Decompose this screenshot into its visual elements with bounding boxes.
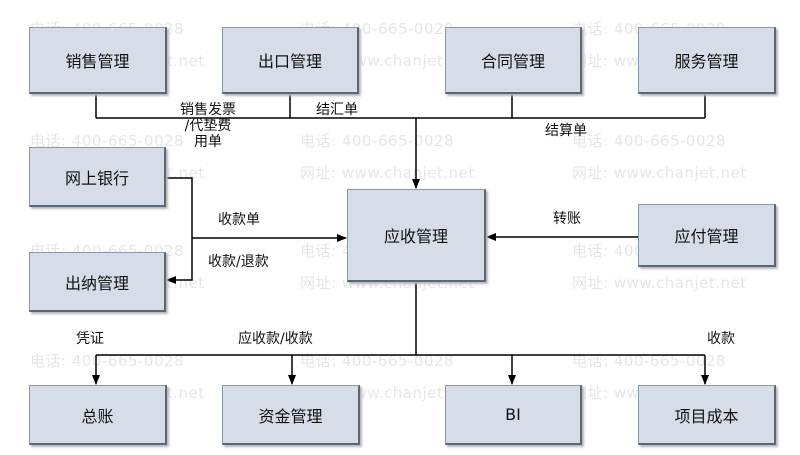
edge-label-voucher: 凭证	[76, 331, 104, 347]
edge-label-receipt-form: 收款单	[218, 212, 260, 228]
connector-online-bank	[166, 177, 193, 238]
node-label: 项目成本	[674, 406, 739, 426]
node-label: BI	[505, 405, 521, 424]
edge-label-receivable-receipt: 应收款/收款	[238, 331, 313, 347]
node-label: 总账	[81, 406, 114, 426]
node-export-mgmt: 出口管理	[222, 27, 359, 94]
node-label: 合同管理	[480, 52, 545, 71]
edge-label-statement: 结算单	[545, 123, 587, 139]
watermark-phone: 电话: 400-665-0028	[30, 132, 185, 150]
edge-label-transfer: 转账	[553, 211, 581, 227]
node-label: 网上银行	[64, 168, 129, 188]
node-ar-mgmt: 应收管理	[347, 189, 486, 282]
watermark-phone: 电话: 400-665-0028	[572, 352, 727, 370]
edge-label-sales-invoice: 销售发票 /代垫费 用单	[176, 102, 240, 150]
node-online-bank: 网上银行	[29, 147, 166, 207]
node-bi: BI	[445, 385, 582, 445]
node-label: 应收管理	[383, 227, 448, 246]
node-label: 销售管理	[65, 52, 130, 71]
node-contract-mgmt: 合同管理	[445, 27, 582, 94]
watermark-site: 网址: www.chanjet.net	[572, 164, 747, 182]
node-fund-mgmt: 资金管理	[222, 385, 360, 445]
edge-label-line: 用单	[194, 134, 222, 150]
node-ap-mgmt: 应付管理	[638, 204, 776, 267]
edge-label-receipt: 收款	[707, 331, 735, 347]
node-label: 资金管理	[258, 406, 323, 426]
watermark-site: 网址: www.chanjet.net	[300, 164, 475, 182]
edge-label-settlement: 结汇单	[316, 102, 358, 118]
watermark-site: 网址: www.chanjet.net	[572, 274, 747, 292]
node-label: 应付管理	[674, 227, 739, 246]
edge-label-line: /代垫费	[184, 118, 232, 134]
node-label: 出口管理	[257, 52, 322, 71]
node-label: 服务管理	[674, 52, 739, 71]
edge-label-line: 销售发票	[180, 102, 236, 118]
watermark-phone: 电话: 400-665-0028	[30, 352, 185, 370]
node-service-mgmt: 服务管理	[638, 27, 776, 94]
edge-label-receipt-refund: 收款/退款	[208, 254, 269, 270]
watermark-phone: 电话: 400-665-0028	[300, 352, 455, 370]
node-project-cost: 项目成本	[638, 385, 776, 445]
node-sales-mgmt: 销售管理	[29, 27, 167, 94]
watermark-phone: 电话: 400-665-0028	[572, 132, 727, 150]
node-cashier-mgmt: 出纳管理	[29, 252, 166, 312]
node-label: 出纳管理	[64, 273, 129, 293]
arrow-to-cashier	[166, 238, 193, 284]
watermark-phone: 电话: 400-665-0028	[300, 132, 455, 150]
node-general-ledger: 总账	[29, 385, 167, 445]
